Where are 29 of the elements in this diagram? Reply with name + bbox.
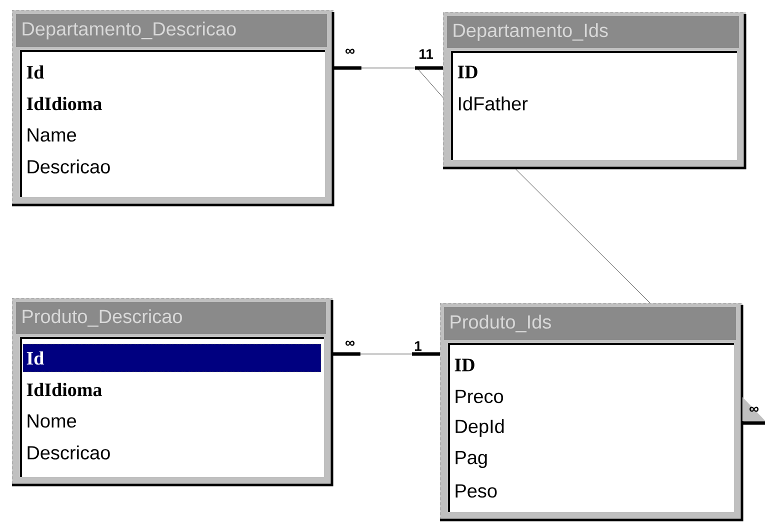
- title-bar: Departamento_Ids: [447, 16, 739, 48]
- relationship-line: [742, 397, 765, 425]
- title-bar: Departamento_Descricao: [16, 14, 327, 47]
- field-name: DepId: [456, 419, 504, 437]
- relationship-line: [416, 68, 444, 98]
- field-name: Descricao: [28, 160, 110, 174]
- field-name: IdIdioma: [26, 382, 102, 396]
- relationship-line: [332, 352, 440, 356]
- cardinality-mark: ∞: [750, 406, 759, 412]
- field-name: Pag: [456, 451, 487, 468]
- selected-field-row: Id: [22, 344, 322, 372]
- relationship-line: [514, 168, 650, 304]
- field-name: Preco: [456, 390, 504, 404]
- relationship-line: [333, 66, 444, 70]
- cardinality-mark: ∞: [346, 48, 355, 54]
- title-bar: Produto_Descricao: [16, 302, 326, 334]
- cardinality-mark: 11: [419, 49, 434, 59]
- field-name: ID: [458, 66, 478, 78]
- cardinality-mark: ∞: [346, 340, 355, 346]
- field-name: IdIdioma: [26, 96, 102, 110]
- field-name: Nome: [28, 414, 76, 428]
- title-bar: Produto_Ids: [444, 307, 736, 340]
- field-name: Name: [28, 128, 76, 142]
- field-name: Id: [26, 65, 44, 79]
- field-name: Peso: [456, 484, 497, 498]
- field-name: IdFather: [458, 96, 528, 110]
- field-name: Descricao: [28, 446, 110, 460]
- cardinality-mark: 1: [415, 341, 422, 351]
- field-name: ID: [454, 358, 474, 372]
